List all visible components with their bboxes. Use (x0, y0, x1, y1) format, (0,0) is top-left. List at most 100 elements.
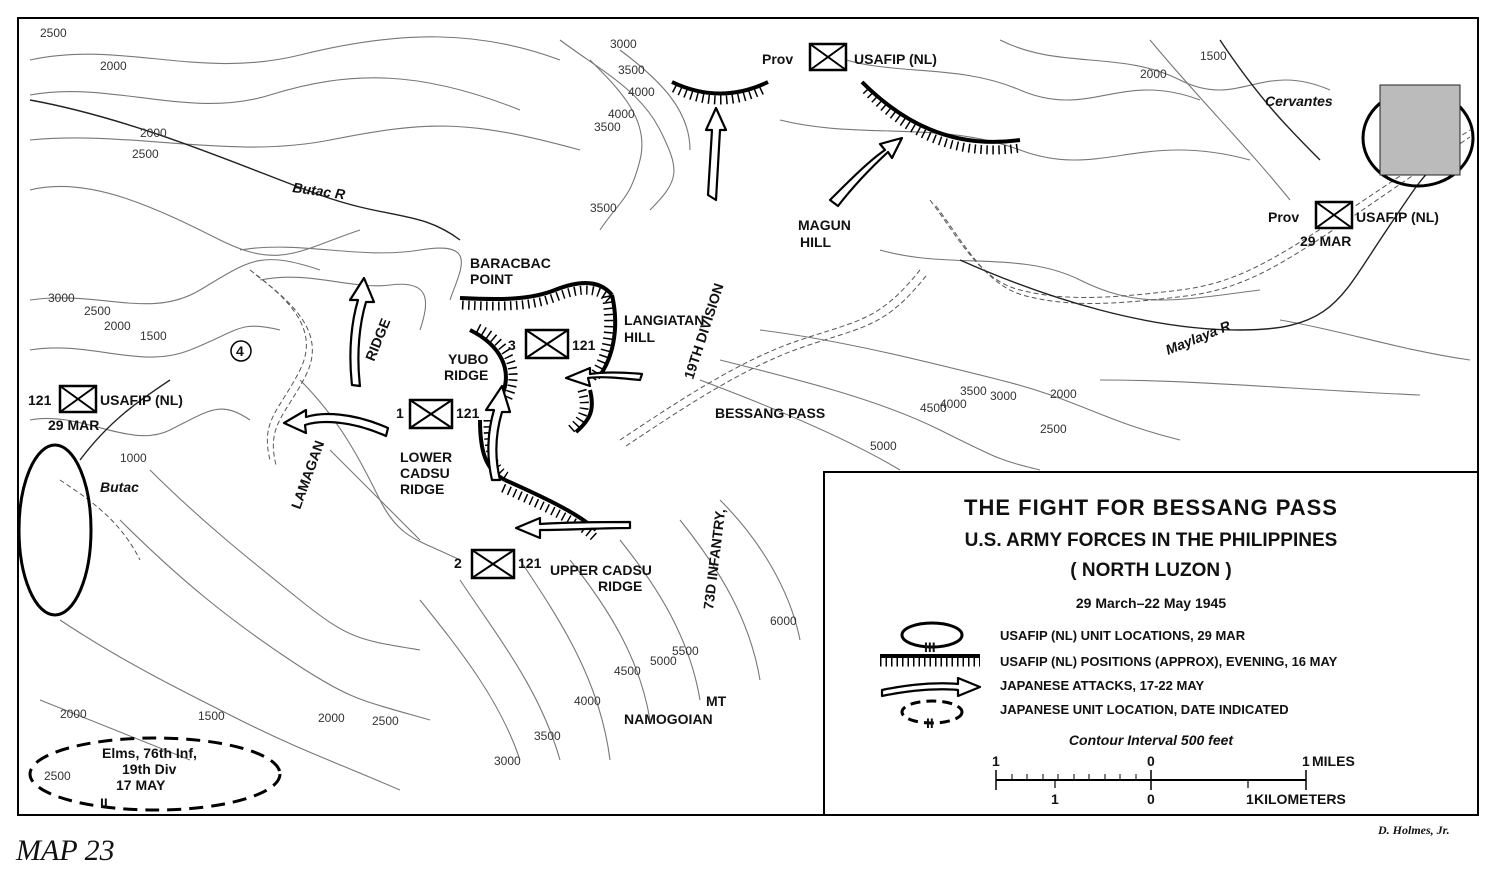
legend-item-1: USAFIP (NL) UNIT LOCATIONS, 29 MAR (1000, 628, 1246, 643)
route-number: 4 (236, 343, 244, 359)
svg-text:5000: 5000 (870, 439, 897, 453)
svg-text:0: 0 (1147, 791, 1155, 807)
label-langiatan-2: HILL (624, 329, 656, 345)
svg-text:3000: 3000 (990, 389, 1017, 403)
cervantes-town (1379, 84, 1461, 176)
label-lower-cadsu-2: CADSU (400, 465, 450, 481)
bn3-post: 121 (572, 337, 596, 353)
svg-text:2000: 2000 (1050, 387, 1077, 401)
bn1-pre: 1 (396, 405, 404, 421)
label-baracbac-2: POINT (470, 271, 513, 287)
legend-symbol-japanese-unit (900, 699, 964, 725)
svg-text:1: 1 (1246, 791, 1254, 807)
prov-right-name: USAFIP (NL) (1356, 209, 1439, 225)
svg-text:3500: 3500 (534, 729, 561, 743)
unit-symbol-prov-top (808, 42, 848, 72)
svg-text:1500: 1500 (1200, 49, 1227, 63)
japanese-unit-line2: 19th Div (122, 761, 177, 777)
svg-text:1: 1 (1051, 791, 1059, 807)
contour-labels: 2500 2000 2000 2500 3000 3500 4000 4000 … (40, 26, 1227, 783)
svg-text:2000: 2000 (140, 126, 167, 140)
label-baracbac-1: BARACBAC (470, 255, 551, 271)
label-butac: Butac (100, 479, 139, 495)
unit-symbol-prov-right (1314, 200, 1354, 230)
svg-text:KILOMETERS: KILOMETERS (1254, 791, 1346, 807)
label-upper-cadsu-1: UPPER CADSU (550, 562, 652, 578)
unit-ellipse-butac (17, 443, 93, 617)
label-magun-1: MAGUN (798, 217, 851, 233)
svg-text:2000: 2000 (60, 707, 87, 721)
prov-right-pre: Prov (1268, 209, 1299, 225)
trails (59, 129, 1471, 561)
legend-symbol-unit-location (900, 621, 964, 649)
legend-subtitle-2: ( NORTH LUZON ) (1070, 560, 1231, 581)
legend-dates: 29 March–22 May 1945 (1076, 595, 1226, 611)
label-butac-river: Butac R (292, 179, 347, 202)
unit-symbol-bn3 (524, 328, 570, 360)
japanese-unit-ellipse (28, 736, 282, 812)
bn3-pre: 3 (508, 337, 516, 353)
unit-symbol-121-left (58, 384, 98, 414)
prov-top-name: USAFIP (NL) (854, 51, 937, 67)
contour-interval: Contour Interval 500 feet (1069, 732, 1234, 748)
unit-symbol-bn1 (408, 398, 454, 430)
svg-text:1: 1 (992, 753, 1000, 769)
svg-text:6000: 6000 (770, 614, 797, 628)
contour-lines (29, 36, 1471, 791)
svg-text:3500: 3500 (618, 63, 645, 77)
svg-text:5500: 5500 (672, 644, 699, 658)
bn2-post: 121 (518, 555, 542, 571)
svg-text:5000: 5000 (650, 654, 677, 668)
svg-text:3500: 3500 (960, 384, 987, 398)
svg-text:MILES: MILES (1312, 753, 1355, 769)
legend-item-2: USAFIP (NL) POSITIONS (APPROX), EVENING,… (1000, 654, 1338, 669)
svg-text:4500: 4500 (614, 664, 641, 678)
legend-item-4: JAPANESE UNIT LOCATION, DATE INDICATED (1000, 702, 1289, 717)
svg-text:2500: 2500 (372, 714, 399, 728)
label-mt-2: NAMOGOIAN (624, 711, 713, 727)
left-121-pre: 121 (28, 392, 52, 408)
legend-mark-1: III (924, 639, 936, 655)
left-121-date: 29 MAR (48, 417, 99, 433)
svg-text:3000: 3000 (494, 754, 521, 768)
svg-text:2000: 2000 (318, 711, 345, 725)
japanese-attacks (282, 106, 904, 540)
legend-mark-2: II (926, 715, 934, 731)
label-bessang-pass: BESSANG PASS (715, 405, 825, 421)
svg-text:2000: 2000 (1140, 67, 1167, 81)
label-langiatan-1: LANGIATAN (624, 312, 704, 328)
label-upper-cadsu-2: RIDGE (598, 578, 642, 594)
svg-text:2500: 2500 (40, 26, 67, 40)
label-yubo-2: RIDGE (444, 367, 488, 383)
svg-text:1500: 1500 (140, 329, 167, 343)
japanese-unit-line1: Elms, 76th Inf, (102, 745, 197, 761)
butac-river (29, 99, 461, 241)
svg-text:4500: 4500 (920, 401, 947, 415)
svg-text:3500: 3500 (594, 120, 621, 134)
label-magun-2: HILL (800, 234, 832, 250)
svg-text:3000: 3000 (48, 291, 75, 305)
japanese-unit-mark: II (100, 795, 108, 811)
svg-text:2500: 2500 (132, 147, 159, 161)
rivers (29, 39, 1441, 461)
japanese-unit-line3: 17 MAY (116, 777, 166, 793)
prov-right-date: 29 MAR (1300, 233, 1351, 249)
maylaya-river (959, 159, 1441, 331)
map-caption: MAP 23 (15, 834, 115, 867)
legend-item-3: JAPANESE ATTACKS, 17-22 MAY (1000, 678, 1205, 693)
svg-text:1: 1 (1302, 753, 1310, 769)
svg-text:4000: 4000 (608, 107, 635, 121)
legend-box (823, 471, 1479, 816)
legend-symbol-attacks (880, 676, 982, 698)
map-credit: D. Holmes, Jr. (1377, 823, 1450, 837)
label-yubo-1: YUBO (448, 351, 489, 367)
prov-top-pre: Prov (762, 51, 793, 67)
bn2-pre: 2 (454, 555, 462, 571)
svg-text:2000: 2000 (104, 319, 131, 333)
svg-text:4000: 4000 (940, 397, 967, 411)
svg-text:1500: 1500 (198, 709, 225, 723)
svg-text:1000: 1000 (120, 451, 147, 465)
legend-subtitle-1: U.S. ARMY FORCES IN THE PHILIPPINES (965, 530, 1338, 551)
route-marker (230, 340, 252, 362)
